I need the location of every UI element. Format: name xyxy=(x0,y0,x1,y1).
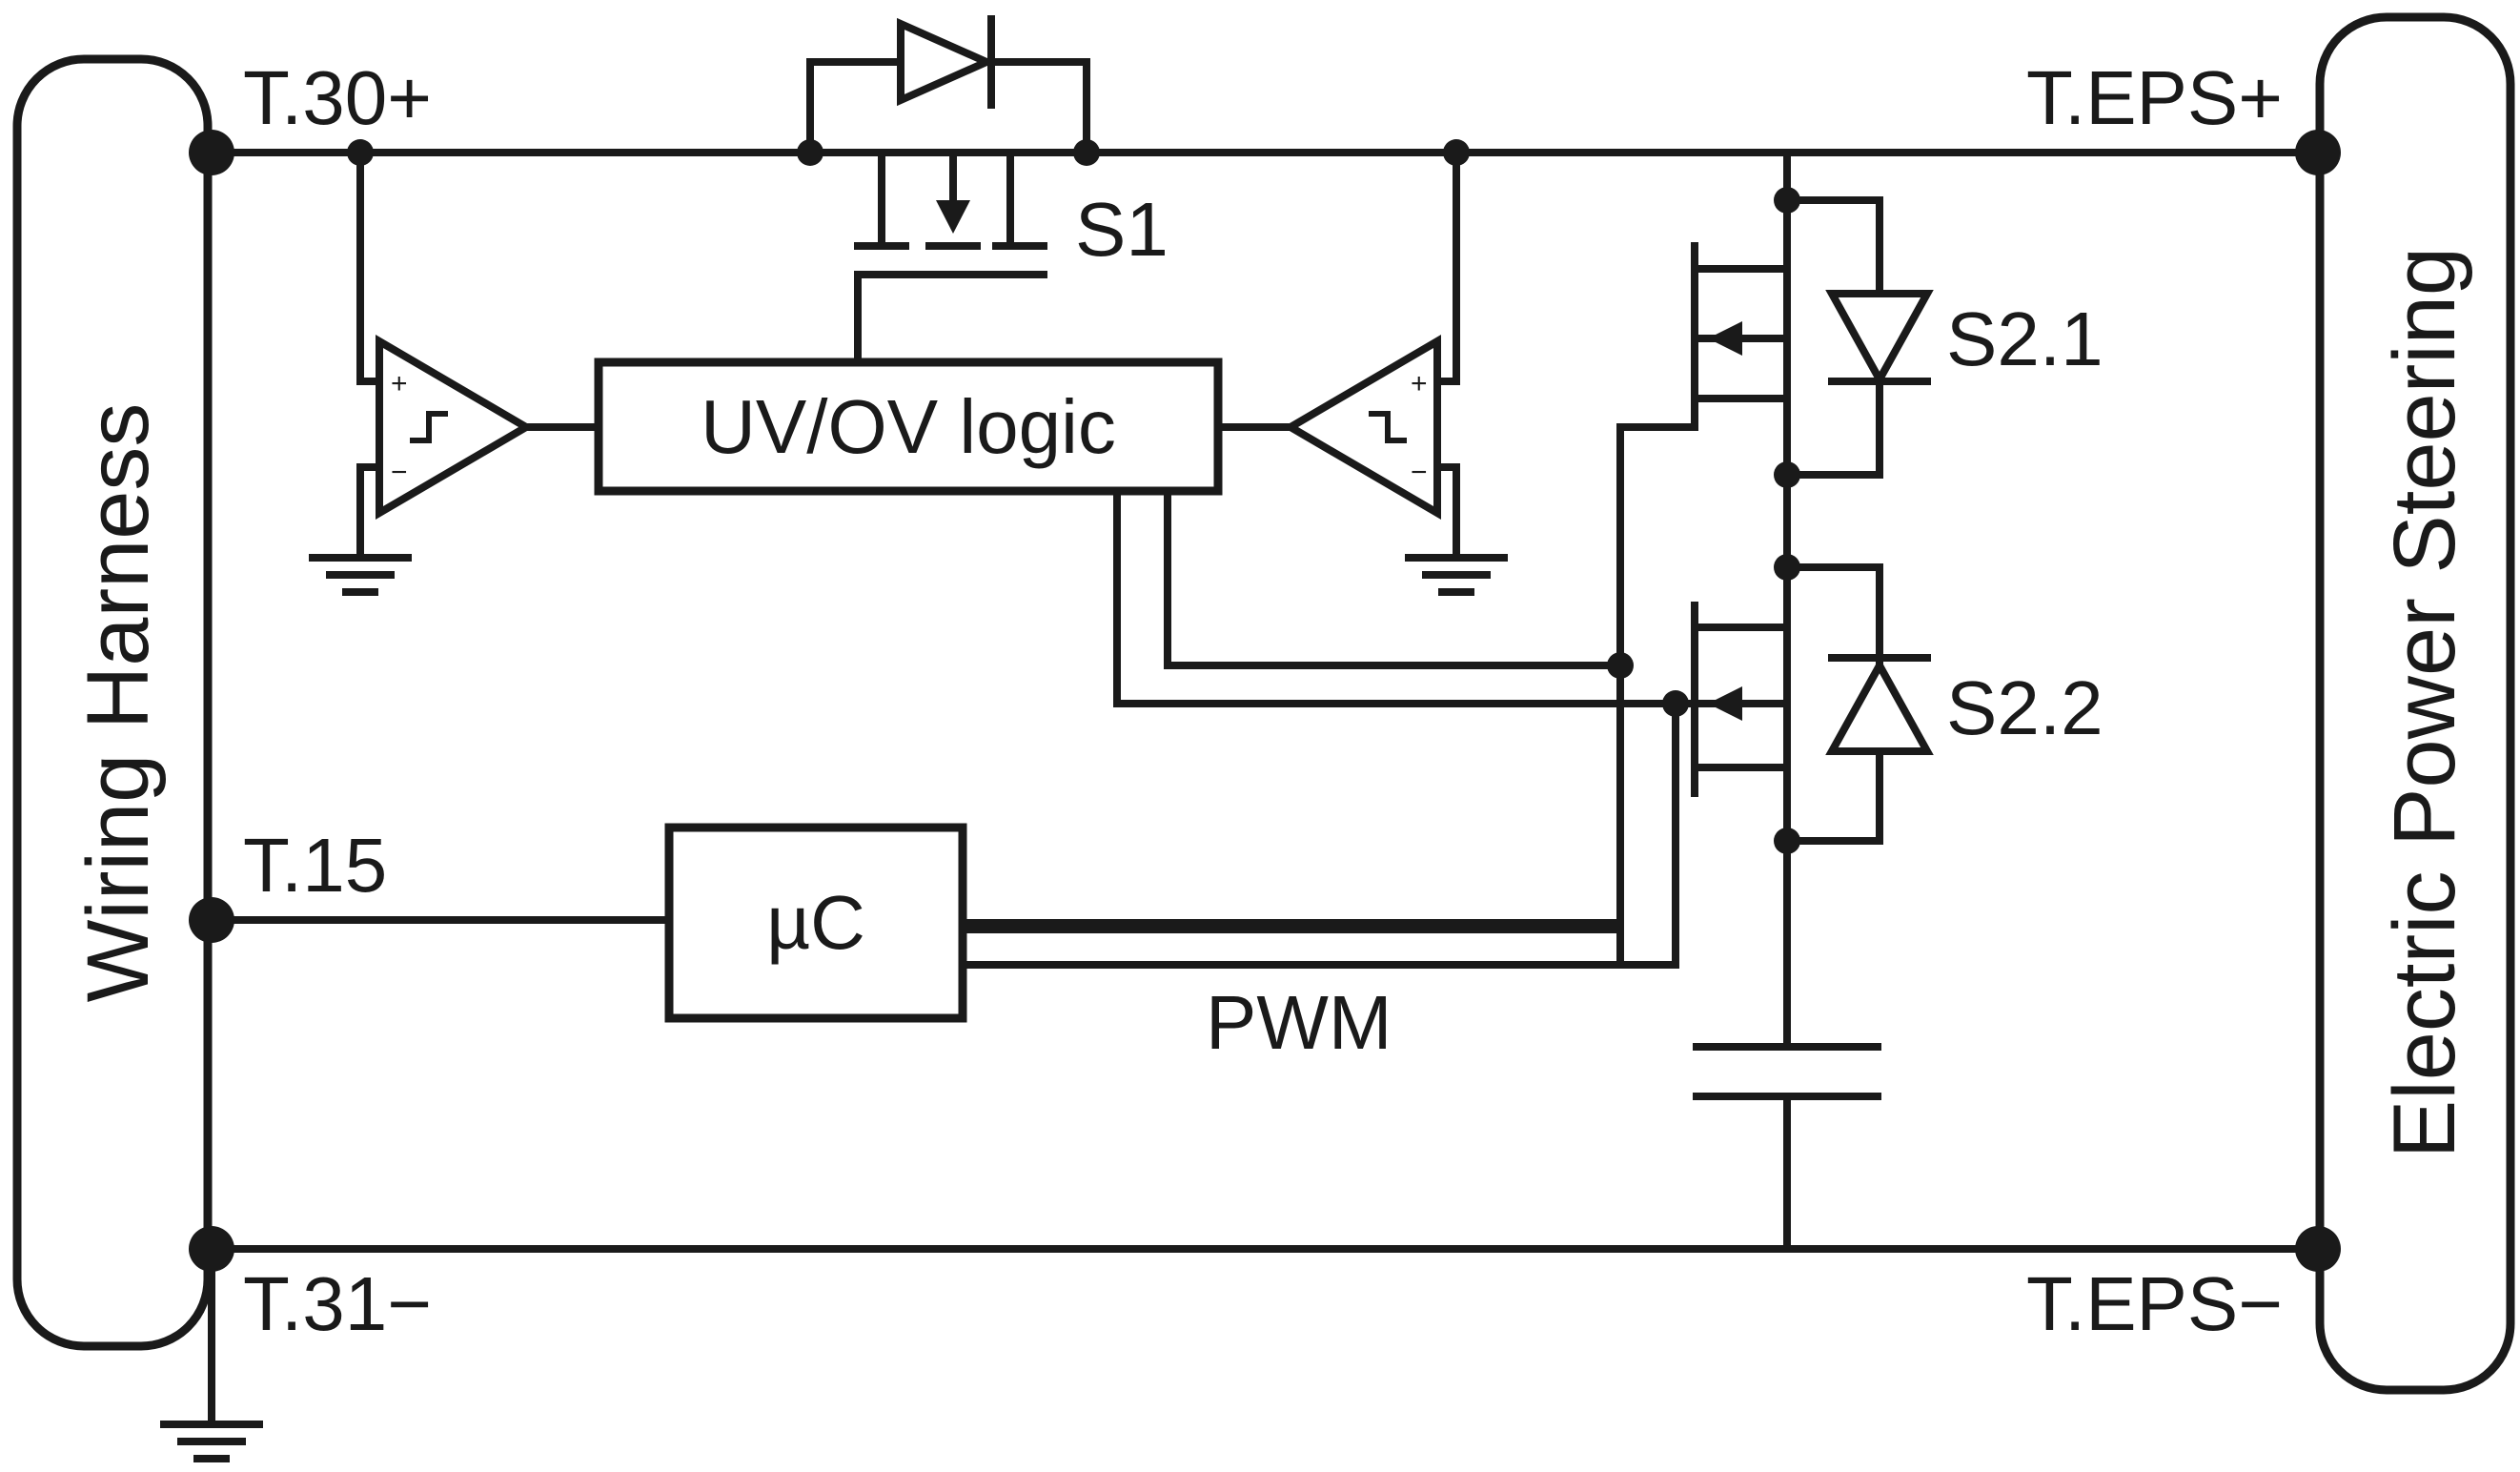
gate-node-s22 xyxy=(1662,690,1689,717)
s1-label: S1 xyxy=(1075,187,1169,272)
wiring-harness-block: Wiring Harness xyxy=(12,54,213,1351)
pwm-label: PWM xyxy=(1206,980,1392,1065)
terminal-t15-node xyxy=(189,897,234,943)
wiring-harness-label: Wiring Harness xyxy=(70,403,167,1003)
s2-2-node-top xyxy=(1774,554,1800,581)
eps-block: Electric Power Steering xyxy=(2315,12,2515,1395)
left-comparator-plus: + xyxy=(391,368,408,399)
s1-node-right xyxy=(1073,139,1100,166)
eps-label: Electric Power Steering xyxy=(2376,247,2473,1158)
s2-2-mosfet xyxy=(1691,563,1934,845)
right-comparator-ground xyxy=(1405,554,1508,596)
terminal-t31-label: T.31− xyxy=(243,1261,432,1346)
left-comparator-ground xyxy=(309,554,412,596)
microcontroller-label: µC xyxy=(766,880,865,965)
right-comparator: + − xyxy=(1214,149,1460,557)
terminal-t31-node xyxy=(189,1226,234,1272)
uv-ov-logic-block: UV/OV logic xyxy=(594,358,1223,496)
terminal-teps-neg-label: T.EPS− xyxy=(2026,1261,2283,1346)
left-comparator-node xyxy=(347,139,374,166)
left-comparator: + − xyxy=(356,149,602,557)
left-comparator-minus: − xyxy=(391,457,408,488)
gate-drive-wires xyxy=(959,487,1698,967)
pwm-lines xyxy=(959,425,1679,969)
terminal-teps-neg-node xyxy=(2295,1226,2341,1272)
s2-1-node-bottom xyxy=(1774,461,1800,488)
s1-node-left xyxy=(797,139,823,166)
right-comparator-plus: + xyxy=(1411,368,1428,399)
terminal-t30-node xyxy=(189,130,234,175)
s2-1-label: S2.1 xyxy=(1946,296,2103,381)
terminal-t15-label: T.15 xyxy=(243,823,387,908)
s2-2-node-bottom xyxy=(1774,828,1800,854)
s1-mosfet xyxy=(806,15,1090,364)
right-comparator-node xyxy=(1443,139,1470,166)
uv-ov-logic-label: UV/OV logic xyxy=(701,384,1116,469)
terminal-t30-label: T.30+ xyxy=(243,55,432,140)
s2-2-label: S2.2 xyxy=(1946,665,2103,750)
right-comparator-minus: − xyxy=(1411,457,1428,488)
capacitor xyxy=(1693,1043,1881,1100)
main-ground-symbol xyxy=(160,1245,263,1462)
terminal-teps-pos-label: T.EPS+ xyxy=(2026,55,2283,140)
s2-1-node-top xyxy=(1774,187,1800,214)
microcontroller-block: µC xyxy=(664,823,967,1023)
terminal-teps-pos-node xyxy=(2295,130,2341,175)
